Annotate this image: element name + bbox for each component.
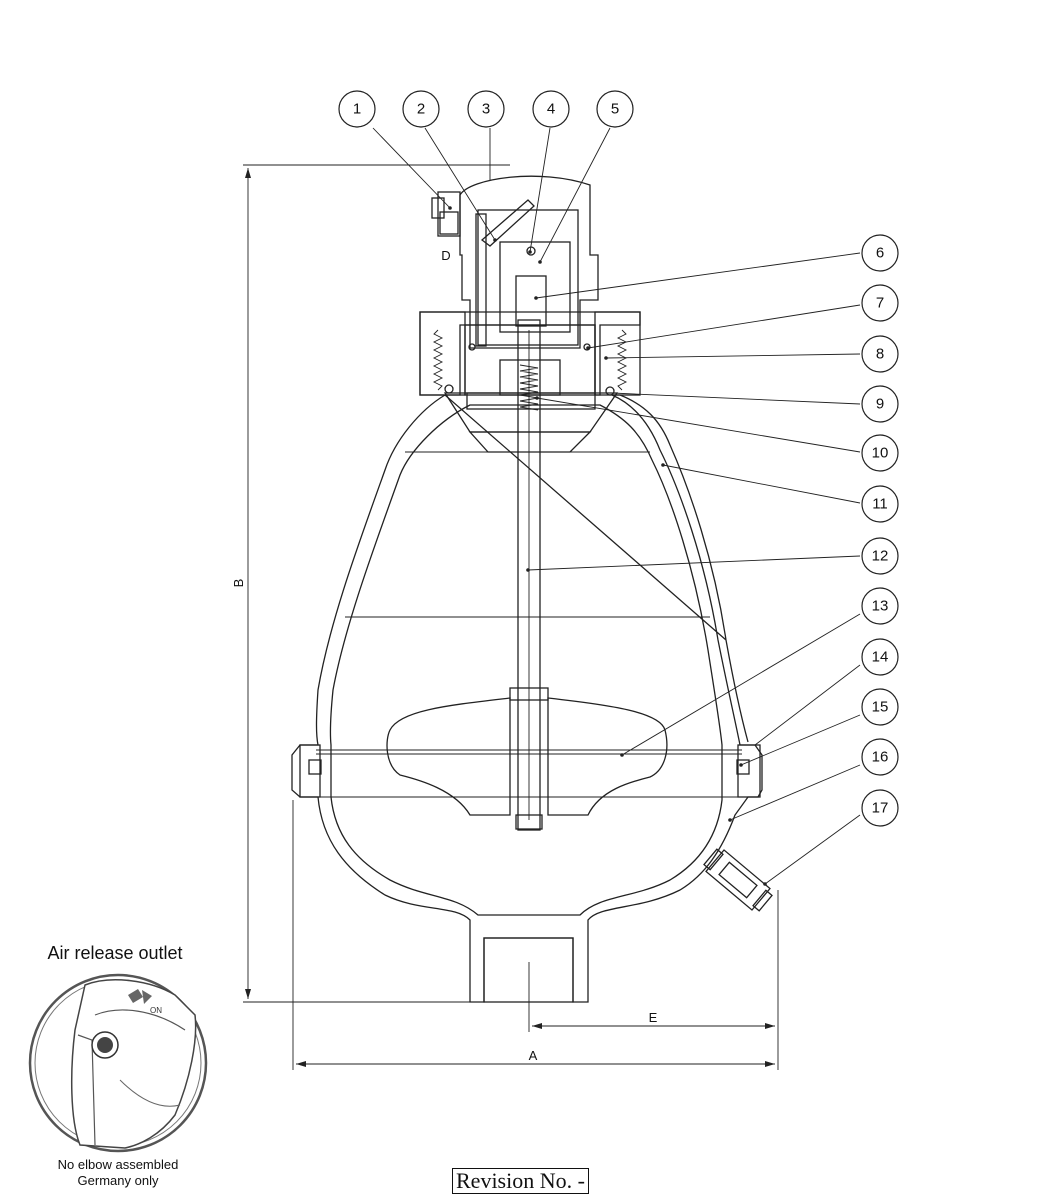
svg-text:12: 12 — [872, 548, 889, 565]
svg-text:2: 2 — [417, 101, 425, 118]
dim-a-label: A — [529, 1048, 538, 1063]
svg-text:17: 17 — [872, 800, 889, 817]
balloon-15: 15 — [861, 688, 899, 726]
svg-text:7: 7 — [876, 295, 884, 312]
svg-text:10: 10 — [872, 445, 889, 462]
balloon-16: 16 — [861, 738, 899, 776]
svg-text:9: 9 — [876, 396, 884, 413]
balloons: 1 2 3 4 5 6 7 8 9 10 11 12 13 14 15 16 1… — [338, 90, 899, 827]
svg-text:13: 13 — [872, 598, 889, 615]
dim-d-label: D — [441, 248, 450, 263]
svg-text:11: 11 — [872, 496, 888, 513]
balloon-14: 14 — [861, 638, 899, 676]
balloon-17: 17 — [861, 789, 899, 827]
inset-title: Air release outlet — [47, 943, 183, 963]
leader-lines — [372, 127, 861, 886]
balloon-2: 2 — [402, 90, 440, 128]
balloon-6: 6 — [861, 234, 899, 272]
svg-text:5: 5 — [611, 101, 619, 118]
revision-label: Revision No. - — [452, 1168, 589, 1194]
inset-air-release-outlet: ON — [28, 973, 208, 1153]
svg-text:8: 8 — [876, 346, 884, 363]
svg-text:6: 6 — [876, 245, 884, 262]
balloon-8: 8 — [861, 335, 899, 373]
balloon-12: 12 — [861, 537, 899, 575]
inset-note-line1: No elbow assembled — [57, 1157, 179, 1172]
balloon-13: 13 — [861, 587, 899, 625]
balloon-11: 11 — [861, 485, 899, 523]
dimensions: B A E D — [231, 164, 779, 1070]
balloon-1: 1 — [338, 90, 376, 128]
balloon-5: 5 — [596, 90, 634, 128]
balloon-3: 3 — [467, 90, 505, 128]
svg-text:15: 15 — [872, 699, 889, 716]
valve-body — [291, 394, 763, 1003]
dim-b-label: B — [231, 579, 246, 588]
valve-head — [419, 175, 641, 453]
balloon-7: 7 — [861, 284, 899, 322]
svg-text:14: 14 — [872, 649, 889, 666]
svg-text:4: 4 — [547, 101, 555, 118]
balloon-10: 10 — [861, 434, 899, 472]
inset-note-line2: Germany only — [77, 1173, 159, 1188]
float-assembly — [386, 319, 668, 831]
balloon-4: 4 — [532, 90, 570, 128]
dim-e-label: E — [649, 1010, 658, 1025]
svg-text:1: 1 — [353, 101, 361, 118]
svg-text:3: 3 — [482, 101, 490, 118]
svg-text:16: 16 — [872, 749, 889, 766]
svg-text:ON: ON — [150, 1006, 162, 1015]
drain-port — [703, 848, 773, 912]
balloon-9: 9 — [861, 385, 899, 423]
